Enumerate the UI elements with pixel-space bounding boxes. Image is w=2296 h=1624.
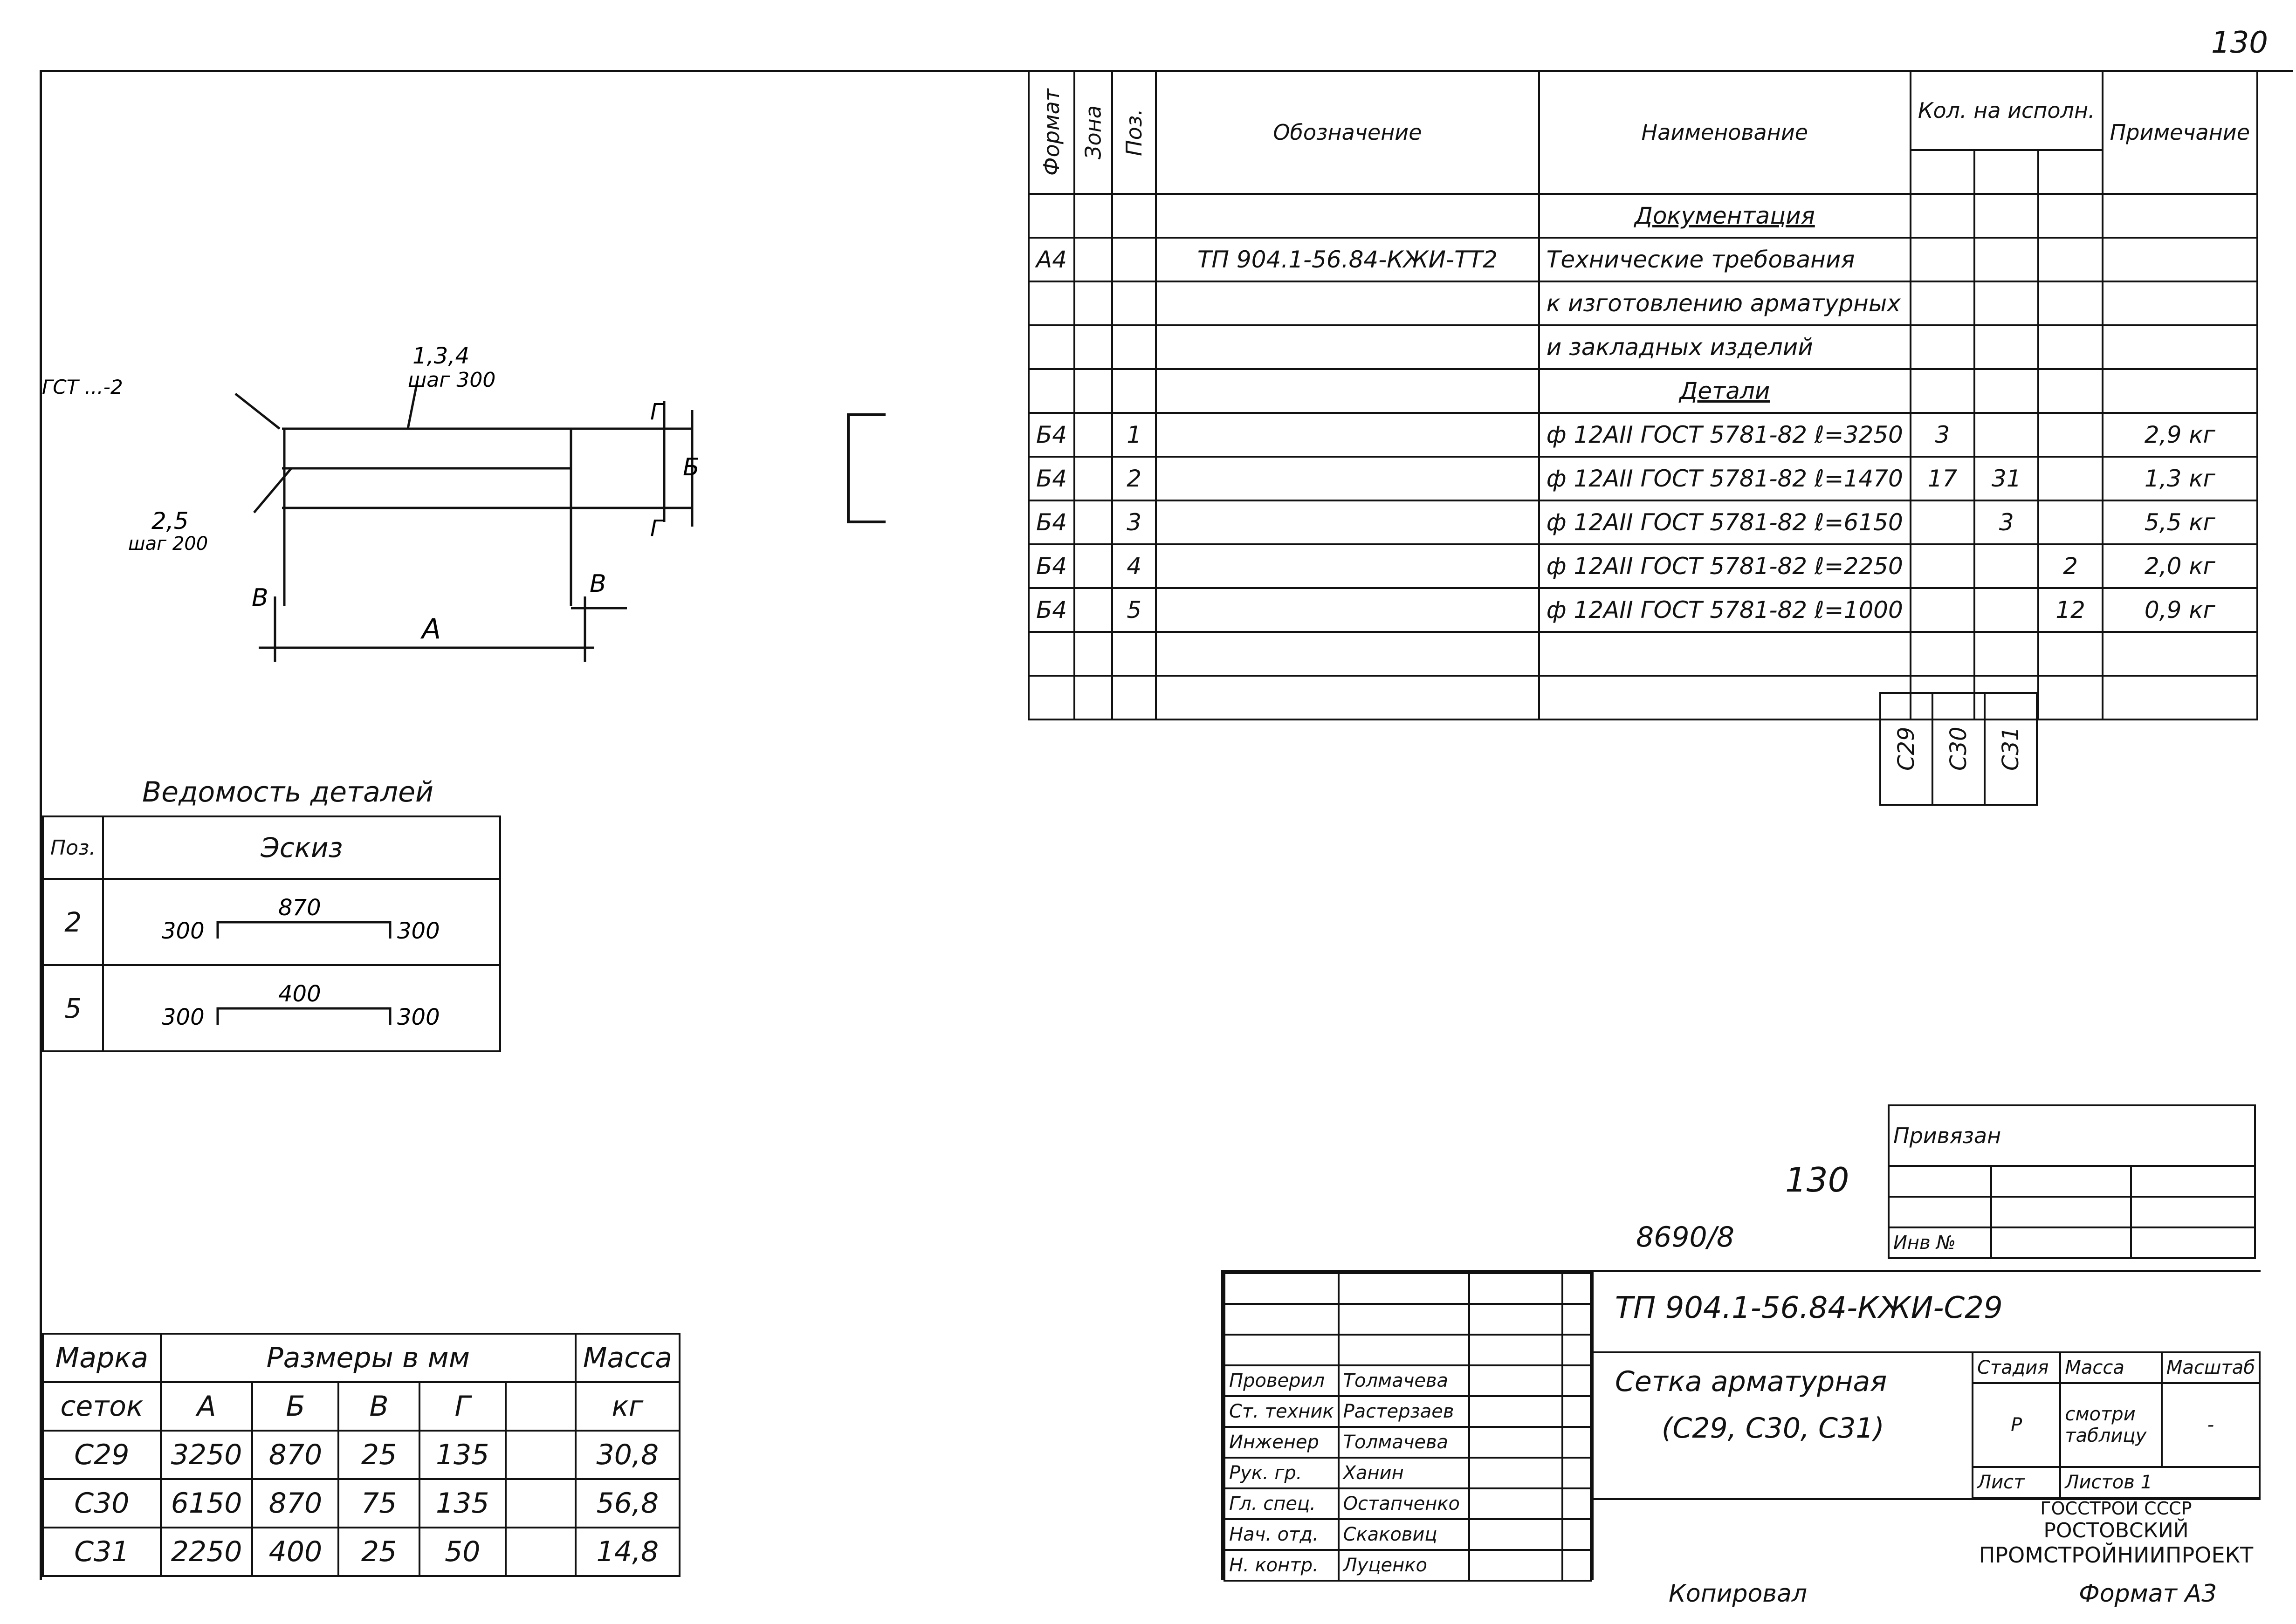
section-documentation: Документация — [1538, 193, 1911, 239]
mesh-sketch: ГСТ ...-2 1,3,4 шаг 300 2,5 шаг 200 А Б … — [42, 343, 700, 662]
details-table: Поз.Эскиз 2 870 300 300 5 400 300 300 — [41, 815, 502, 1052]
detail2-top: 870 — [278, 895, 321, 921]
col-pos: Поз. — [1112, 71, 1156, 194]
col-a: А — [159, 1381, 254, 1432]
section-details: Детали — [1538, 368, 1911, 414]
col-g: Г — [418, 1381, 507, 1432]
sheets-label: Листов 1 — [2059, 1466, 2261, 1499]
col-note: Примечание — [2101, 70, 2259, 195]
detail5-left: 300 — [162, 1004, 205, 1030]
org-line-3: ПРОМСТРОЙНИИПРОЕКТ — [1979, 1542, 2254, 1568]
variant-c29: С29 — [1880, 693, 1932, 805]
col-designation: Обозначение — [1155, 70, 1540, 195]
col-name: Наименование — [1538, 70, 1911, 195]
sheet-label: Лист — [1971, 1466, 2062, 1499]
drawing-title: Сетка арматурная — [1615, 1365, 1887, 1398]
doc-name-1: Технические требования — [1538, 237, 1911, 282]
doc-format: А4 — [1027, 237, 1076, 282]
mass-head: Масса — [2059, 1351, 2163, 1384]
col-v: В — [337, 1381, 420, 1432]
sizes-head-mark2: сеток — [42, 1381, 162, 1432]
sizes-head-mark: Марка — [42, 1333, 162, 1383]
step-300: шаг 300 — [408, 368, 495, 392]
col-zone: Зона — [1074, 71, 1113, 194]
number-130: 130 — [1785, 1160, 1849, 1199]
dim-g-bottom: Г — [650, 515, 664, 541]
variant-c31: С31 — [1985, 693, 2037, 805]
copied-label: Копировал — [1669, 1580, 1808, 1608]
dim-g-top: Г — [650, 399, 664, 425]
bracket-sketch — [847, 413, 886, 523]
detail5-top: 400 — [278, 981, 321, 1007]
dim-b: Б — [683, 453, 700, 481]
details-head-sketch: Эскиз — [102, 815, 502, 880]
detail2-left: 300 — [162, 918, 205, 944]
col-format: Формат — [1029, 71, 1075, 194]
label-134: 1,3,4 — [412, 343, 469, 369]
drawing-code: ТП 904.1-56.84-КЖИ-С29 — [1615, 1291, 2003, 1325]
sizes-head-mass-unit: кг — [574, 1381, 681, 1432]
org-block: ГОССТРОЙ СССР РОСТОВСКИЙ ПРОМСТРОЙНИИПРО… — [1972, 1498, 2261, 1568]
doc-designation: ТП 904.1-56.84-КЖИ-ТТ2 — [1155, 237, 1540, 282]
dim-a: А — [420, 613, 441, 645]
dim-v-left: В — [252, 584, 268, 612]
table-row: 2 870 300 300 — [41, 878, 502, 966]
dim-v-right: В — [590, 570, 606, 598]
detail2-right: 300 — [397, 918, 440, 944]
variant-table: С29 С30 С31 — [1879, 692, 2038, 806]
org-line-1: ГОССТРОЙ СССР — [2040, 1498, 2192, 1519]
variant-c30: С30 — [1932, 693, 1985, 805]
sizes-head-sizes: Размеры в мм — [159, 1333, 577, 1383]
leader-top-label: ГСТ ...-2 — [42, 376, 123, 398]
spec-table: Формат Зона Поз. Обозначение Наименовани… — [1027, 70, 2259, 720]
page-number: 130 — [2211, 26, 2268, 60]
table-row: 5 400 300 300 — [41, 964, 502, 1052]
scale-head: Масштаб — [2160, 1351, 2261, 1384]
number-8690: 8690/8 — [1636, 1221, 1735, 1254]
detail5-right: 300 — [397, 1004, 440, 1030]
stage-value: Р — [1971, 1382, 2062, 1468]
scale-value: - — [2160, 1382, 2261, 1468]
org-line-2: РОСТОВСКИЙ — [2043, 1519, 2189, 1542]
mass-value: смотри таблицу — [2059, 1382, 2163, 1468]
col-b: Б — [251, 1381, 340, 1432]
privyazan-box: Привязан Инв № — [1888, 1104, 2256, 1259]
details-head-pos: Поз. — [41, 815, 104, 880]
col-qty: Кол. на исполн. — [1909, 70, 2104, 151]
privyazan-label: Привязан — [1888, 1104, 2256, 1167]
details-title: Ведомость деталей — [142, 776, 433, 809]
inv-no: Инв № — [1888, 1227, 1992, 1259]
doc-name-2: к изготовлению арматурных — [1538, 281, 1911, 326]
label-25: 2,5 — [151, 507, 189, 534]
stage-head: Стадия — [1971, 1351, 2062, 1384]
step-200: шаг 200 — [128, 533, 208, 555]
sizes-table: Марка Размеры в мм Масса сеток А Б В Г к… — [42, 1333, 681, 1577]
format-label: Формат А3 — [2079, 1580, 2217, 1608]
doc-name-3: и закладных изделий — [1538, 324, 1911, 370]
sizes-head-mass: Масса — [574, 1333, 681, 1383]
drawing-subtitle: (С29, С30, С31) — [1662, 1412, 1884, 1445]
